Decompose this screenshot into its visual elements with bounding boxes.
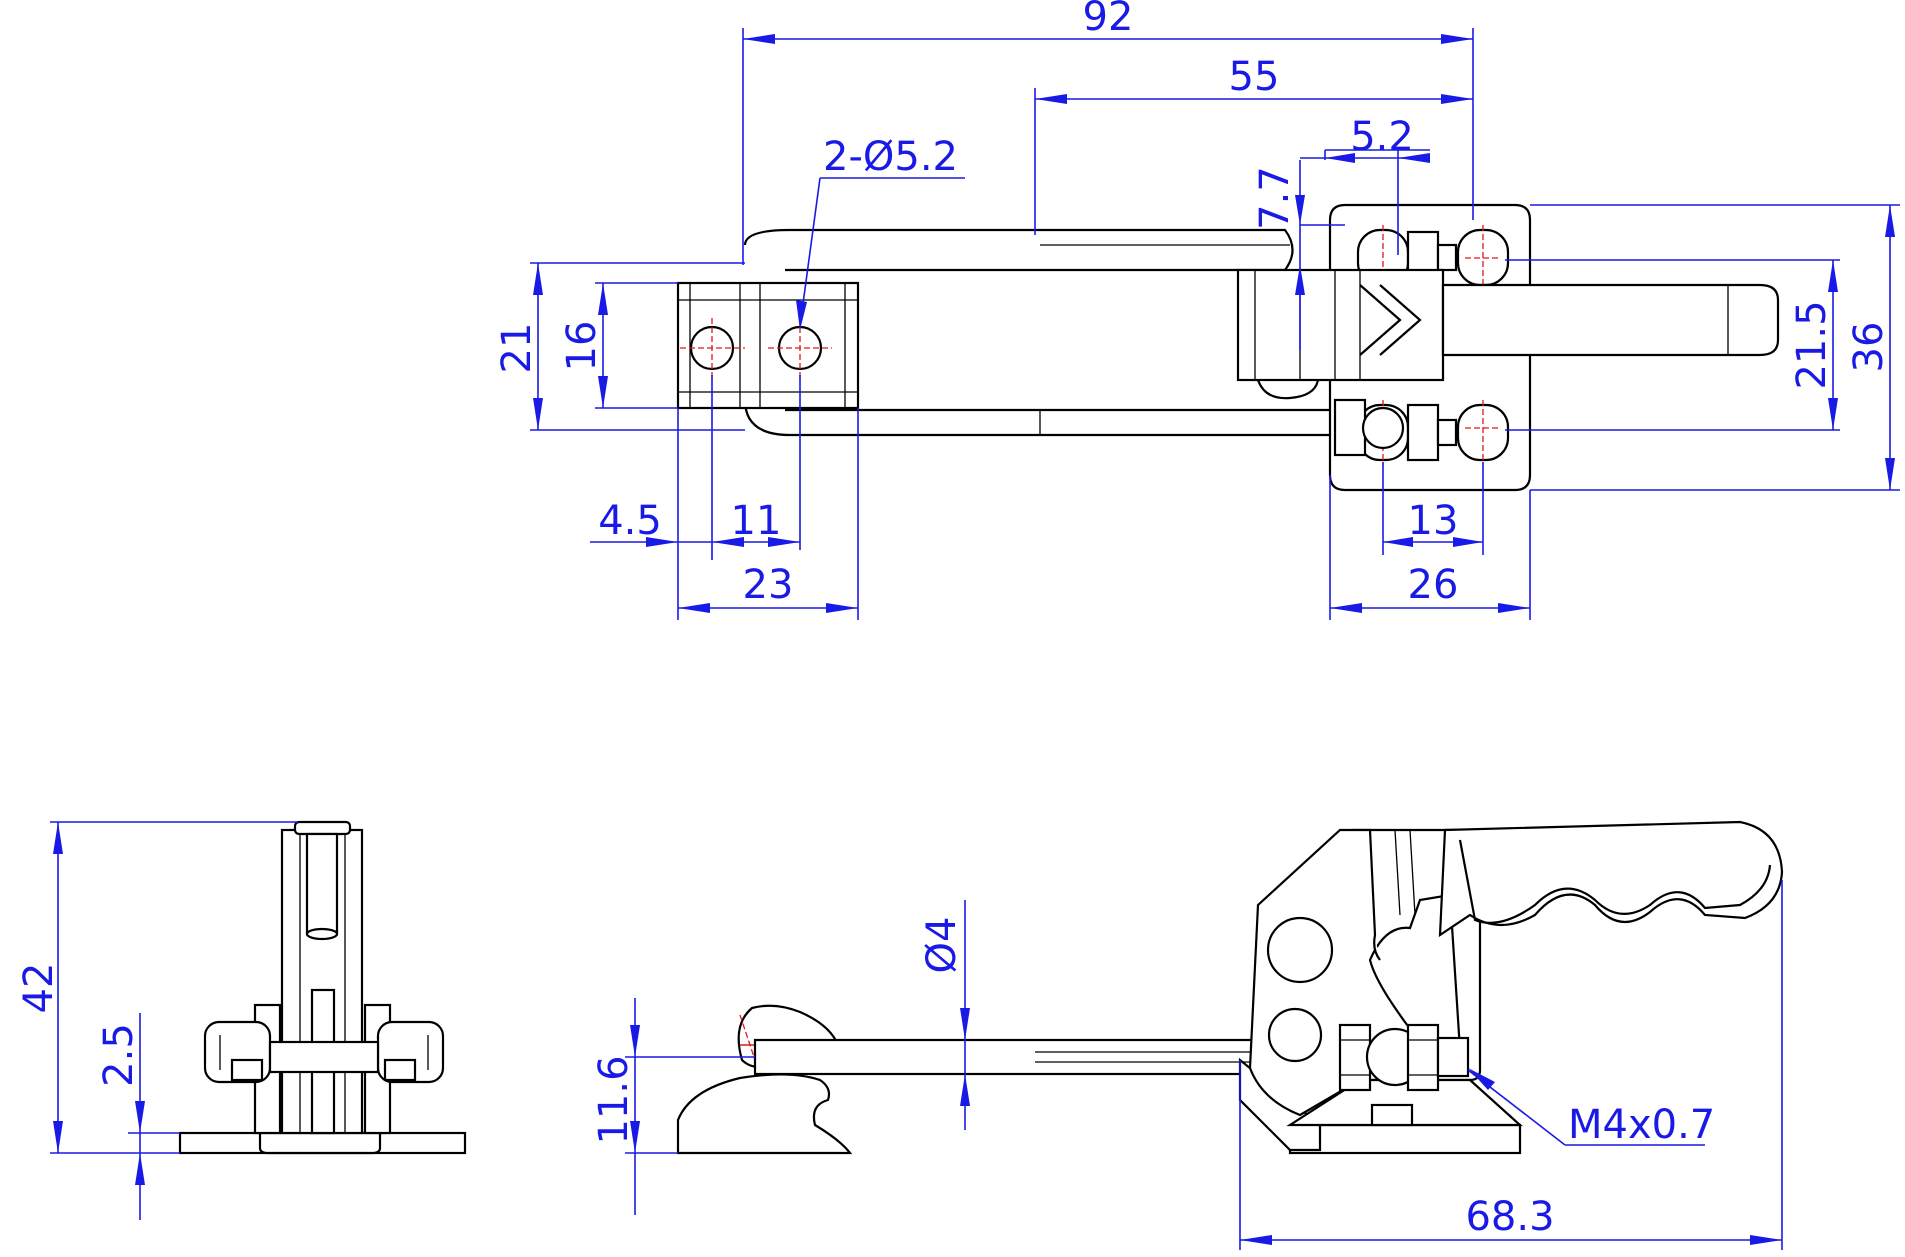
dim-13: 13: [1382, 462, 1484, 555]
dim-23-label: 23: [743, 562, 794, 608]
dim-92: 92: [742, 0, 1474, 265]
dim-4-5-label: 4.5: [598, 498, 662, 544]
dim-16-label: 16: [559, 321, 605, 372]
dim-2-5: 2.5: [96, 1013, 180, 1220]
dim-42: 42: [16, 821, 298, 1154]
end-pin: [268, 1040, 380, 1074]
side-thread-end: [1436, 1036, 1470, 1078]
dim-4-5-11: 4.5 11: [590, 375, 801, 620]
dim-16: 16: [559, 282, 678, 409]
dim-55-label: 55: [1229, 54, 1280, 100]
dim-7-7: 7.7: [1252, 160, 1345, 350]
dim-5-2-label: 5.2: [1350, 114, 1414, 160]
hook-block: [676, 281, 860, 410]
side-rod: [753, 1038, 1337, 1076]
dim-26: 26: [1329, 475, 1531, 620]
dim-thread: M4x0.7: [1467, 1068, 1715, 1148]
dim-7-7-label: 7.7: [1252, 166, 1298, 230]
handle-top: [1441, 283, 1780, 357]
end-view: 42 2.5: [16, 820, 467, 1220]
dim-55: 55: [1034, 54, 1473, 235]
rod-lower: [743, 399, 1342, 437]
dim-42-label: 42: [16, 963, 62, 1014]
top-view: 92 55 5.2 7.7: [494, 0, 1900, 620]
dim-36: 36: [1530, 204, 1900, 491]
dim-11-6: 11.6: [591, 998, 755, 1215]
dim-36-label: 36: [1846, 322, 1892, 373]
dim-2-5-label: 2.5: [96, 1023, 142, 1087]
rod-upper: [743, 228, 1294, 272]
side-hook: [676, 1004, 853, 1155]
side-base: [1288, 1123, 1522, 1155]
dim-21-label: 21: [494, 323, 540, 374]
dim-11-label: 11: [731, 498, 782, 544]
side-nuts: [1338, 1023, 1470, 1127]
side-nut-2: [1406, 1023, 1440, 1092]
dim-hole-callout-label: 2-Ø5.2: [823, 134, 958, 180]
dim-rod-diameter-label: Ø4: [919, 917, 965, 974]
base-plate-top: [1236, 203, 1780, 492]
dim-68-3-label: 68.3: [1465, 1194, 1554, 1240]
side-pivot-hole: [1266, 916, 1334, 984]
dim-23: 23: [678, 408, 859, 620]
dim-21: 21: [494, 262, 745, 431]
dim-68-3: 68.3: [1239, 880, 1783, 1250]
dim-thread-label: M4x0.7: [1568, 1102, 1715, 1148]
dim-21-5: 21.5: [1505, 259, 1840, 431]
side-nut-1: [1338, 1023, 1372, 1092]
side-handle: [1438, 820, 1784, 938]
side-view: Ø4 11.6 M4x0.7 68.3: [591, 820, 1784, 1250]
dim-21-5-label: 21.5: [1789, 300, 1835, 389]
dim-rod-diameter: Ø4: [919, 900, 970, 1130]
dim-13-label: 13: [1408, 498, 1459, 544]
dim-5-2: 5.2: [1300, 114, 1430, 255]
dim-11-6-label: 11.6: [591, 1055, 637, 1144]
dim-92-label: 92: [1083, 0, 1134, 40]
dim-26-label: 26: [1408, 562, 1459, 608]
dim-hole-callout: 2-Ø5.2: [796, 134, 965, 330]
